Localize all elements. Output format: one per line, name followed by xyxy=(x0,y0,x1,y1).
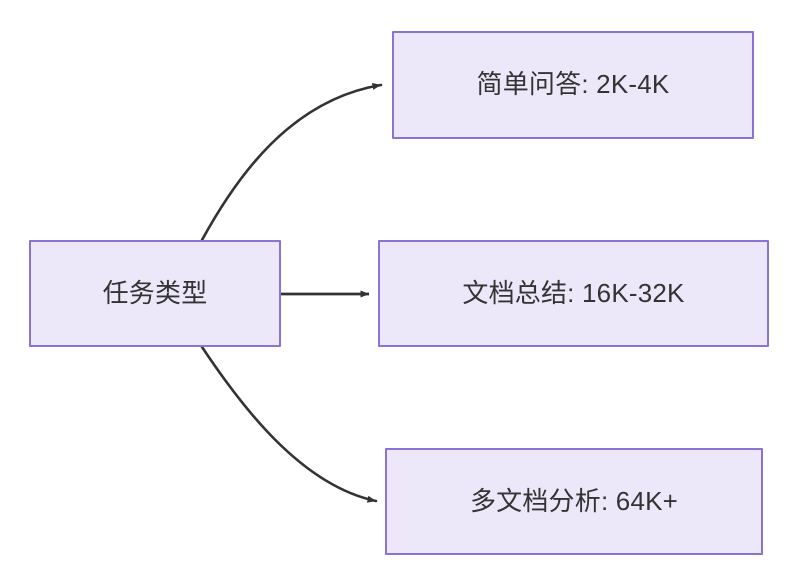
node-task-type[interactable]: 任务类型 xyxy=(29,240,281,347)
node-multi-doc[interactable]: 多文档分析: 64K+ xyxy=(385,448,763,555)
node-simple-qa-label: 简单问答: 2K-4K xyxy=(476,69,670,100)
edge-source-to-multi-doc xyxy=(200,345,378,503)
node-doc-summary-label: 文档总结: 16K-32K xyxy=(462,277,685,308)
node-multi-doc-label: 多文档分析: 64K+ xyxy=(469,485,679,516)
node-simple-qa[interactable]: 简单问答: 2K-4K xyxy=(392,31,754,139)
node-doc-summary[interactable]: 文档总结: 16K-32K xyxy=(378,240,769,347)
node-task-type-label: 任务类型 xyxy=(102,277,208,308)
edge-source-to-simple-qa xyxy=(200,82,383,242)
